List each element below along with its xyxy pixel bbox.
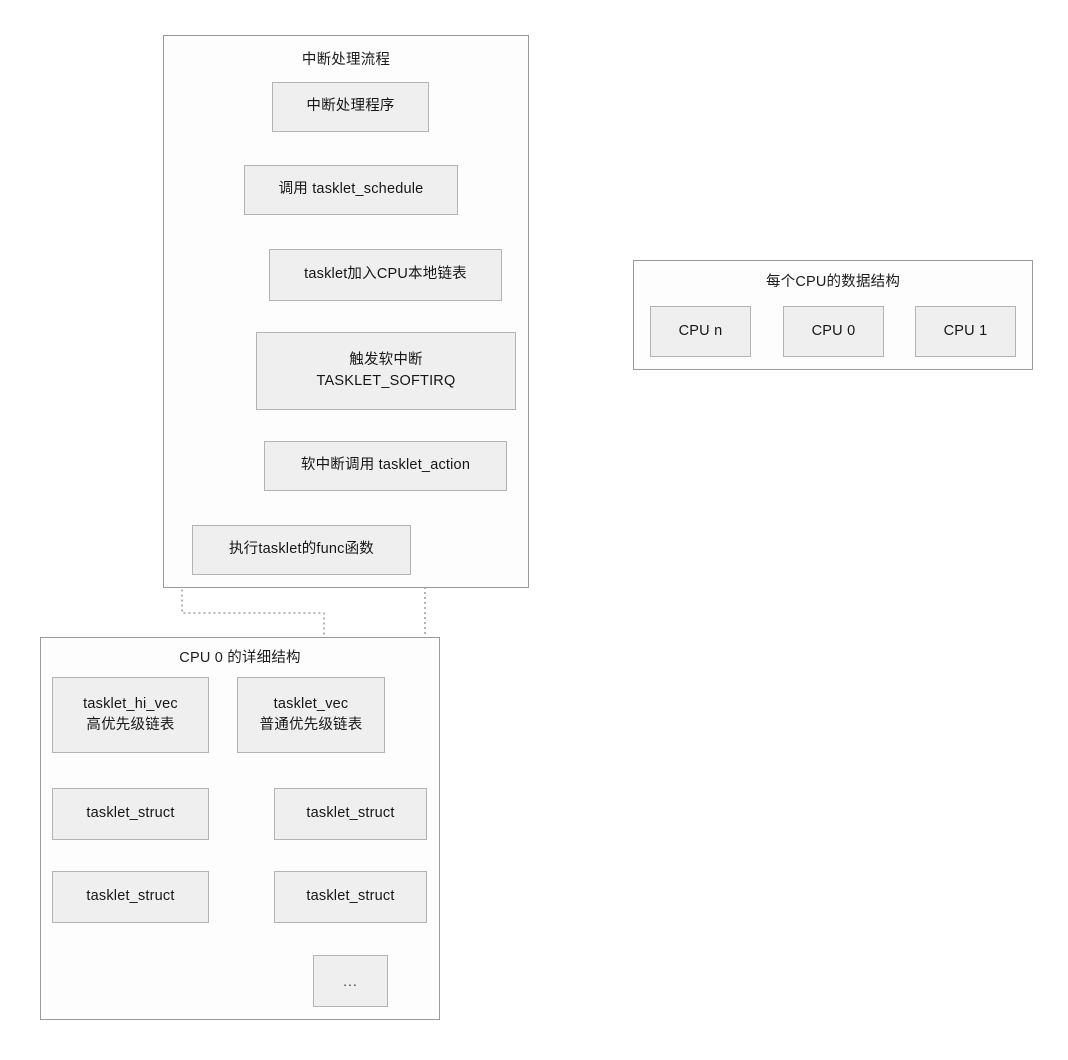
node-normal-ellipsis-label: ... [343, 972, 358, 989]
node-raise-softirq[interactable]: 触发软中断 TASKLET_SOFTIRQ [256, 332, 516, 410]
node-normal-ellipsis[interactable]: ... [313, 955, 388, 1007]
node-irq-handler-label: 中断处理程序 [306, 98, 395, 115]
panel-percpu-title: 每个CPU的数据结构 [765, 274, 901, 290]
panel-interrupt-flow-title: 中断处理流程 [301, 52, 391, 68]
node-cpu-0-label: CPU 0 [811, 322, 856, 339]
node-normal-tasklet-struct-2[interactable]: tasklet_struct [274, 871, 427, 923]
node-tasklet-action[interactable]: 软中断调用 tasklet_action [264, 441, 507, 491]
node-add-local-list-label: tasklet加入CPU本地链表 [304, 266, 467, 283]
node-tasklet-hi-vec[interactable]: tasklet_hi_vec 高优先级链表 [52, 677, 209, 753]
node-normal-tasklet-struct-1-label: tasklet_struct [306, 805, 395, 822]
node-add-local-list[interactable]: tasklet加入CPU本地链表 [269, 249, 502, 301]
node-run-func-label: 执行tasklet的func函数 [228, 541, 374, 558]
panel-cpu0-detail-title: CPU 0 的详细结构 [179, 650, 301, 666]
node-tasklet-vec-label-line2: 普通优先级链表 [259, 717, 363, 733]
node-raise-softirq-label-line1: 触发软中断 [349, 351, 423, 368]
node-tasklet-schedule[interactable]: 调用 tasklet_schedule [244, 165, 458, 215]
node-hi-tasklet-struct-2-label: tasklet_struct [86, 888, 175, 905]
node-normal-tasklet-struct-1[interactable]: tasklet_struct [274, 788, 427, 840]
node-run-func[interactable]: 执行tasklet的func函数 [192, 525, 411, 575]
node-irq-handler[interactable]: 中断处理程序 [272, 82, 429, 132]
node-cpu-0[interactable]: CPU 0 [783, 306, 884, 357]
node-tasklet-vec-label-line1: tasklet_vec [273, 695, 349, 712]
node-normal-tasklet-struct-2-label: tasklet_struct [306, 888, 395, 905]
node-cpu-1[interactable]: CPU 1 [915, 306, 1016, 357]
node-cpu-n-label: CPU n [678, 322, 723, 339]
node-tasklet-hi-vec-label-line2: 高优先级链表 [86, 717, 175, 733]
node-tasklet-vec[interactable]: tasklet_vec 普通优先级链表 [237, 677, 385, 753]
node-hi-tasklet-struct-2[interactable]: tasklet_struct [52, 871, 209, 923]
node-hi-tasklet-struct-1-label: tasklet_struct [86, 805, 175, 822]
node-cpu-n[interactable]: CPU n [650, 306, 751, 357]
node-tasklet-schedule-label: 调用 tasklet_schedule [278, 181, 424, 198]
node-tasklet-action-label: 软中断调用 tasklet_action [300, 457, 471, 474]
node-cpu-1-label: CPU 1 [943, 322, 988, 339]
node-hi-tasklet-struct-1[interactable]: tasklet_struct [52, 788, 209, 840]
node-tasklet-hi-vec-label-line1: tasklet_hi_vec [83, 695, 178, 712]
node-raise-softirq-label-line2: TASKLET_SOFTIRQ [316, 373, 456, 389]
